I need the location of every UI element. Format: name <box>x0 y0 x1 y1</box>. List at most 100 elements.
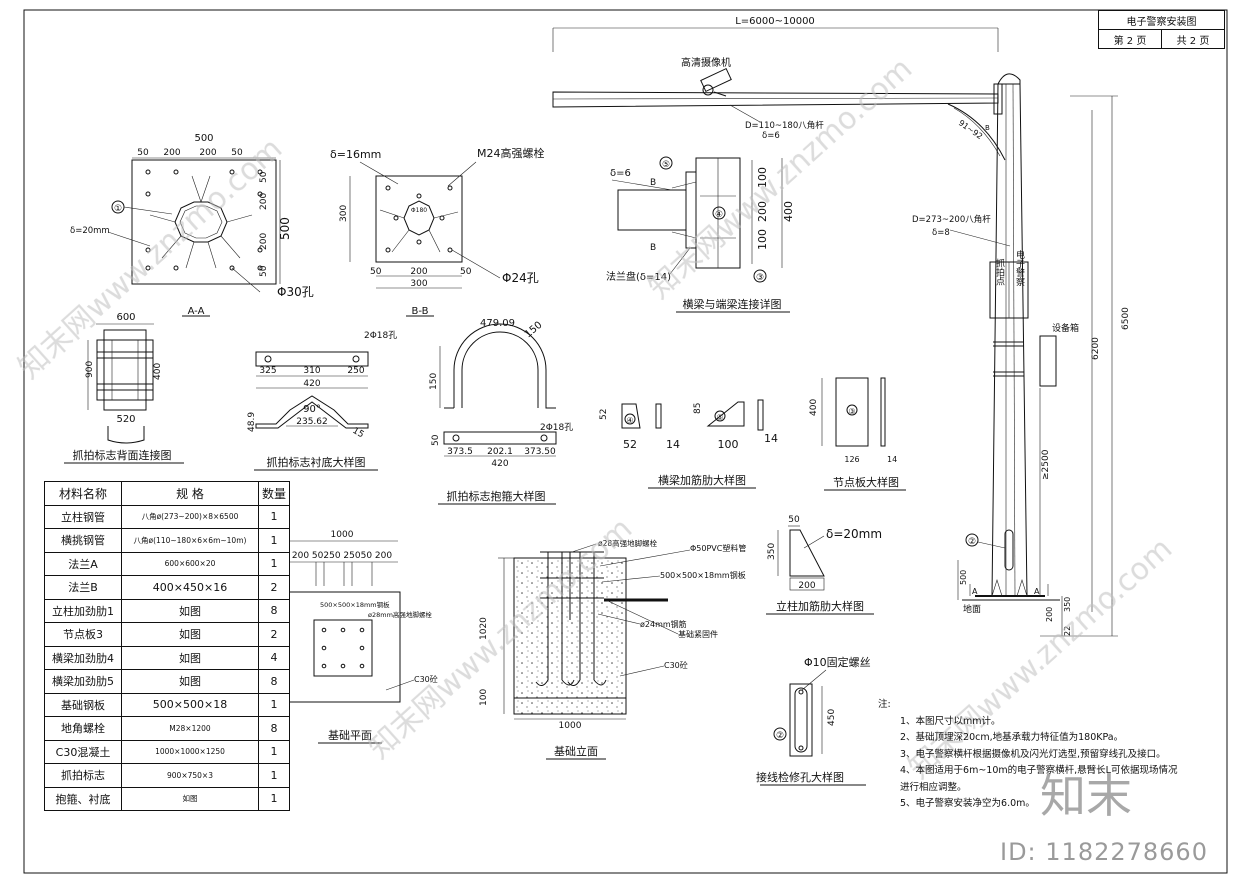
aa-dim-top-2: 200 <box>199 148 216 158</box>
note-line: 1、本图尺寸以mm计。 <box>900 715 1001 727</box>
bom-header-qty: 数量 <box>258 481 290 506</box>
be-w: 1000 <box>559 721 582 731</box>
aa-thickness: δ=20mm <box>70 226 110 236</box>
bom-header-spec: 规 格 <box>121 481 259 506</box>
aa-dim-top-1: 200 <box>163 148 180 158</box>
bom-cell: 如图 <box>121 645 259 670</box>
bp-bolt: ø28mm高强地脚螺栓 <box>368 610 432 619</box>
br-r4-t: 14 <box>666 438 680 451</box>
np-t: 14 <box>887 455 897 464</box>
bj-callout-3: ③ <box>756 273 764 283</box>
bj-title: 横梁与端梁连接详图 <box>683 297 782 311</box>
br-c4: ④ <box>626 416 633 425</box>
bom-cell: 立柱钢管 <box>44 504 122 529</box>
aa-dim-right-0: 50 <box>259 171 269 183</box>
bom-cell: 如图 <box>121 669 259 694</box>
sb-height: 900 <box>85 361 95 378</box>
br-r4-h: 52 <box>599 409 609 420</box>
br-c5: ⑤ <box>716 413 723 422</box>
aa-dim-right-2: 200 <box>259 233 269 250</box>
mark-b: B <box>985 124 990 132</box>
bom-cell: 如图 <box>121 622 259 647</box>
be-rebar: ø24mm钢筋 <box>640 619 687 629</box>
title-block: 电子警察安装图 第 2 页 共 2 页 <box>1098 10 1225 49</box>
bom-cell: 横梁加劲肋4 <box>44 645 122 670</box>
note-line: 5、电子警察安装净空为6.0m。 <box>900 798 1035 809</box>
pr-thickness: δ=20mm <box>826 527 882 541</box>
be-bolt: ø28高强地脚螺栓 <box>598 538 658 548</box>
sh-holes: 2Φ18孔 <box>540 422 573 433</box>
sl-h2: 15 <box>351 426 366 440</box>
br-r5-w: 100 <box>718 438 739 451</box>
bj-dim-1: 200 <box>756 201 769 222</box>
aa-dim-top-3: 50 <box>231 148 243 158</box>
watermark-logo: 知末 <box>1040 769 1132 823</box>
bom-cell: 八角ø(110~180×6×6m~10m) <box>121 528 259 553</box>
sheet-total: 共 2 页 <box>1161 29 1225 49</box>
arm-spec: D=110~180八角杆 <box>745 120 824 131</box>
bb-inner-dia: Φ180 <box>411 207 427 214</box>
bom-cell: 横梁加劲肋5 <box>44 669 122 694</box>
pr-title: 立柱加筋肋大样图 <box>776 599 864 613</box>
sl-dim-0: 325 <box>259 366 276 376</box>
bom-cell: 抓拍标志 <box>44 763 122 788</box>
ih-c: ② <box>776 731 784 741</box>
bom-cell: 2 <box>258 575 290 600</box>
sign-hoop-detail: 479.09 150 150 2Φ18孔 50 373.5 202.1 373.… <box>429 318 573 505</box>
sh-h: 50 <box>431 434 441 446</box>
bom-cell: 1 <box>258 504 290 529</box>
br-r4-w: 52 <box>623 438 637 451</box>
aa-dim-right-1: 200 <box>259 193 269 210</box>
sl-arc: 235.62 <box>296 417 328 427</box>
note-line: 4、本图适用于6m~10m的电子警察横杆,悬臂长L可依据现场情况 <box>900 765 1178 776</box>
callout-2: ② <box>968 537 976 547</box>
ground-label: 地面 <box>963 603 981 615</box>
bom-cell: 400×450×16 <box>121 575 259 600</box>
bp-total: 1000 <box>331 530 354 540</box>
bj-callout-4: ④ <box>715 210 723 220</box>
bom-cell: 1000×1000×1250 <box>121 739 259 764</box>
bom-cell: 如图 <box>121 786 259 811</box>
camera-icon <box>700 67 732 97</box>
beam-joint-detail: δ=6 B B ⑤ ④ ③ 100 200 100 400 法兰盘(δ=14) … <box>606 156 795 313</box>
be-plate: 500×500×18mm钢板 <box>660 570 746 580</box>
section-bb: δ=16mm M24高强螺栓 Φ180 300 50 200 50 300 Φ2… <box>330 146 545 317</box>
br-title: 横梁加筋肋大样图 <box>658 473 746 487</box>
br-r5-t: 14 <box>764 432 778 445</box>
bp-dims: 200 50250 25050 200 <box>292 551 392 561</box>
bb-thickness: δ=16mm <box>330 148 381 161</box>
bom-cell: 8 <box>258 716 290 741</box>
bb-dim-0: 50 <box>370 267 382 277</box>
bj-b-mark-bot: B <box>650 243 656 253</box>
bb-dim-2: 50 <box>460 267 472 277</box>
be-pvc: Φ50PVC塑料管 <box>690 543 746 553</box>
bom-cell: 抱箍、衬底 <box>44 786 122 811</box>
bom-cell: 立柱加劲肋1 <box>44 598 122 623</box>
table-row: 横挑钢管八角ø(110~180×6×6m~10m)1 <box>44 528 290 553</box>
sl-total: 420 <box>303 379 320 389</box>
sign-back-detail: 600 900 400 520 抓拍标志背面连接图 <box>64 312 184 464</box>
equipment-box-label: 设备箱 <box>1052 322 1079 334</box>
section-a-right: A <box>1034 587 1040 596</box>
be-h: 1020 <box>479 617 489 640</box>
bom-cell: C30混凝土 <box>44 739 122 764</box>
bom-cell: 如图 <box>121 598 259 623</box>
base-plan: 1000 200 50250 25050 200 500×500×18mm钢板 … <box>285 530 438 744</box>
height-main: 6200 <box>1091 337 1101 360</box>
sh-radius: 150 <box>523 320 545 341</box>
bom-cell: 1 <box>258 692 290 717</box>
ih-screw: Φ10固定螺丝 <box>804 655 871 669</box>
sh-dim-1: 202.1 <box>487 447 513 457</box>
bom-cell: 600×600×20 <box>121 551 259 576</box>
span-label: L=6000~10000 <box>735 16 815 27</box>
beam-ribs-detail: ④ 52 52 14 ⑤ 85 100 14 横梁加筋肋大样图 <box>599 399 778 489</box>
bom-cell: 1 <box>258 739 290 764</box>
